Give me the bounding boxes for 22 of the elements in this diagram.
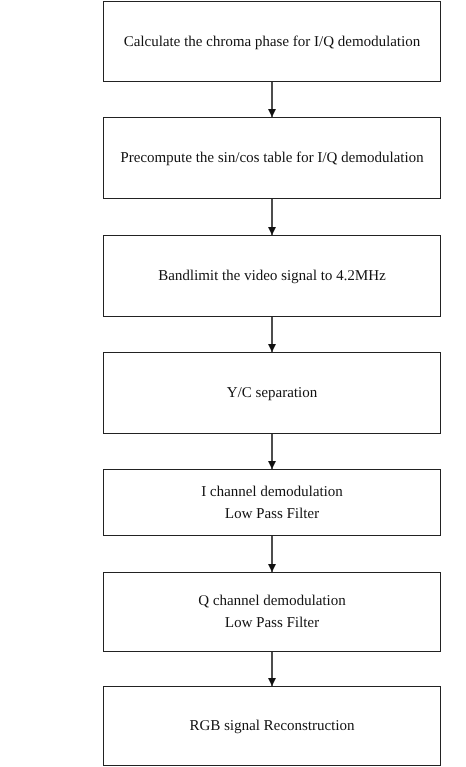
arrow [268, 317, 276, 352]
step-text: RGB signal Reconstruction [190, 717, 354, 736]
step-text: I channel demodulation [201, 482, 343, 502]
process-box [103, 352, 441, 434]
arrow [268, 199, 276, 235]
step-text: Precompute the sin/cos table for I/Q demodulation [120, 149, 424, 168]
arrow [268, 82, 276, 117]
step-text: Q channel demodulation [198, 592, 346, 611]
arrow [268, 434, 276, 469]
step-text: Bandlimit the video signal to 4.2MHz [158, 267, 386, 286]
process-box [103, 686, 441, 766]
arrow [268, 536, 276, 572]
step-text: Low Pass Filter [224, 614, 320, 633]
process-box [103, 117, 441, 199]
step-text: Calculate the chroma phase for I/Q demodulation [124, 32, 420, 52]
step-text: Y/C separation [226, 384, 318, 403]
step-text: Low Pass Filter [224, 504, 320, 524]
arrow [268, 652, 276, 686]
process-box [103, 469, 441, 536]
process-box [103, 235, 441, 317]
process-box [103, 1, 441, 82]
process-box [103, 572, 441, 652]
